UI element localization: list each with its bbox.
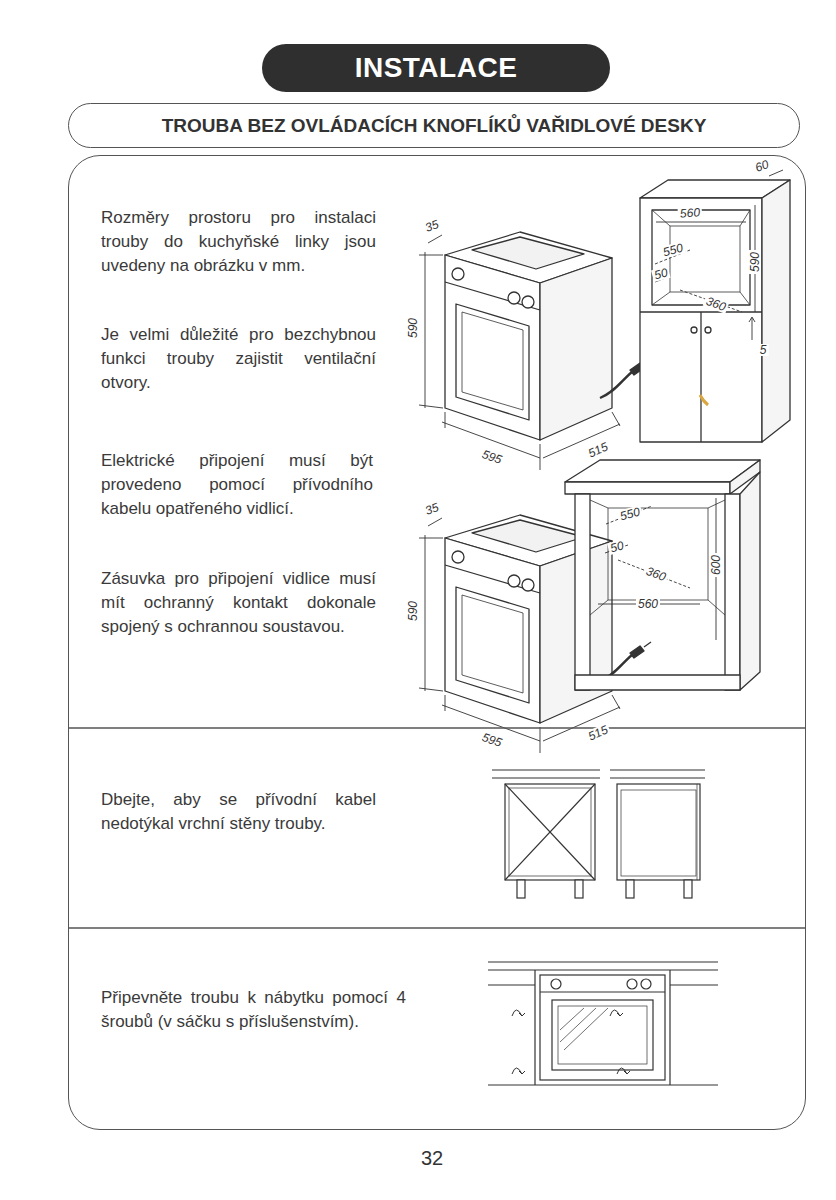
instruction-text: Dbejte, aby se přívodní kabel nedotýkal … bbox=[101, 788, 376, 836]
dimension-label: 600 bbox=[710, 553, 722, 577]
dimension-label: 35 bbox=[422, 217, 442, 234]
dimension-label: 560 bbox=[678, 206, 703, 220]
instruction-text: Zásuvka pro připojení vidlice musí mít o… bbox=[101, 567, 376, 639]
dimension-label: 360 bbox=[703, 294, 730, 313]
fixing-drawing bbox=[488, 962, 718, 1085]
dimension-label: 590 bbox=[407, 599, 419, 623]
dimension-label: 550 bbox=[660, 241, 686, 259]
dimension-label: 50 bbox=[651, 266, 671, 282]
dimension-label: 590 bbox=[749, 250, 761, 274]
oven-drawing bbox=[419, 515, 651, 753]
heading-text: TROUBA BEZ OVLÁDACÍCH KNOFLÍKŮ VAŘIDLOVÉ… bbox=[162, 115, 707, 137]
dimension-label: 50 bbox=[607, 539, 627, 555]
dimension-label: 360 bbox=[643, 564, 670, 583]
dimension-label: 595 bbox=[479, 447, 506, 466]
content-panel: Rozměry prostoru pro instalaci trouby do… bbox=[68, 155, 806, 1130]
dimension-label: 5 bbox=[758, 344, 769, 356]
dimension-label: 550 bbox=[617, 505, 643, 523]
subtitle-band: TROUBA BEZ OVLÁDACÍCH KNOFLÍKŮ VAŘIDLOVÉ… bbox=[68, 103, 800, 148]
oven-drawing bbox=[419, 232, 651, 470]
section-banner: INSTALACE bbox=[262, 44, 610, 92]
dimension-label: 515 bbox=[585, 723, 612, 744]
section-divider bbox=[69, 728, 805, 928]
dimension-label: 35 bbox=[422, 500, 442, 517]
base-cabinet bbox=[565, 460, 760, 690]
instruction-text: Rozměry prostoru pro instalaci trouby do… bbox=[101, 206, 376, 278]
instruction-text: Připevněte troubu k nábytku pomocí 4 šro… bbox=[101, 986, 406, 1034]
dimension-label: 590 bbox=[407, 316, 419, 340]
instruction-text: Elektrické připojení musí být provedeno … bbox=[101, 449, 373, 521]
cable-section-drawings bbox=[492, 770, 705, 898]
page-number: 32 bbox=[419, 1148, 445, 1168]
tall-cabinet bbox=[640, 170, 790, 442]
instruction-text: Je velmi důležité pro bezchybnou funkci … bbox=[101, 323, 376, 395]
heading-text: INSTALACE bbox=[355, 52, 518, 84]
dimension-label: 515 bbox=[585, 440, 612, 461]
dimension-label: 560 bbox=[636, 598, 660, 610]
dimension-label: 60 bbox=[752, 157, 772, 174]
dimension-label: 595 bbox=[479, 730, 506, 749]
